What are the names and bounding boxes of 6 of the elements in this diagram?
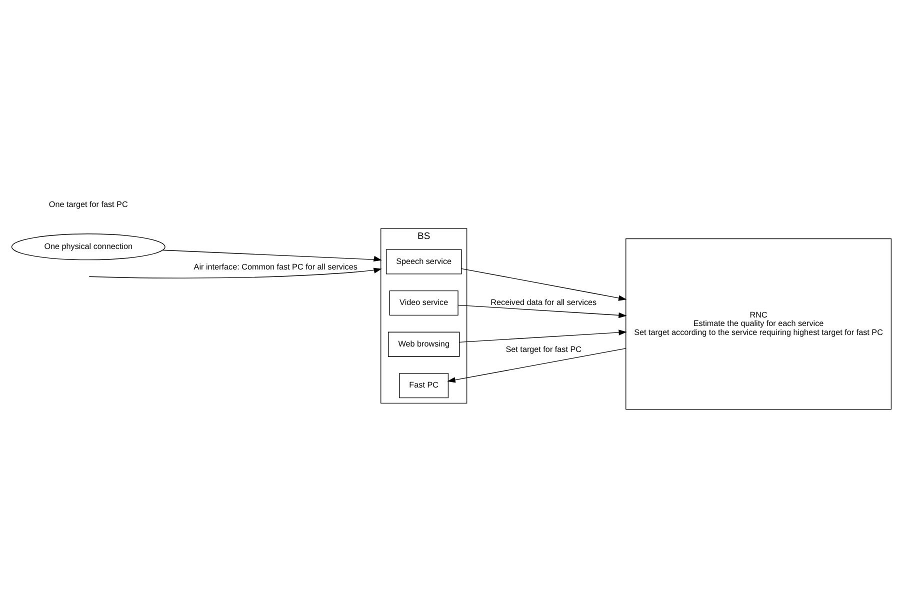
arrow [162,249,382,261]
arrow [88,267,382,278]
arrow [459,329,627,342]
arrow [458,304,627,318]
arrow [447,348,626,382]
arrow [461,268,627,300]
